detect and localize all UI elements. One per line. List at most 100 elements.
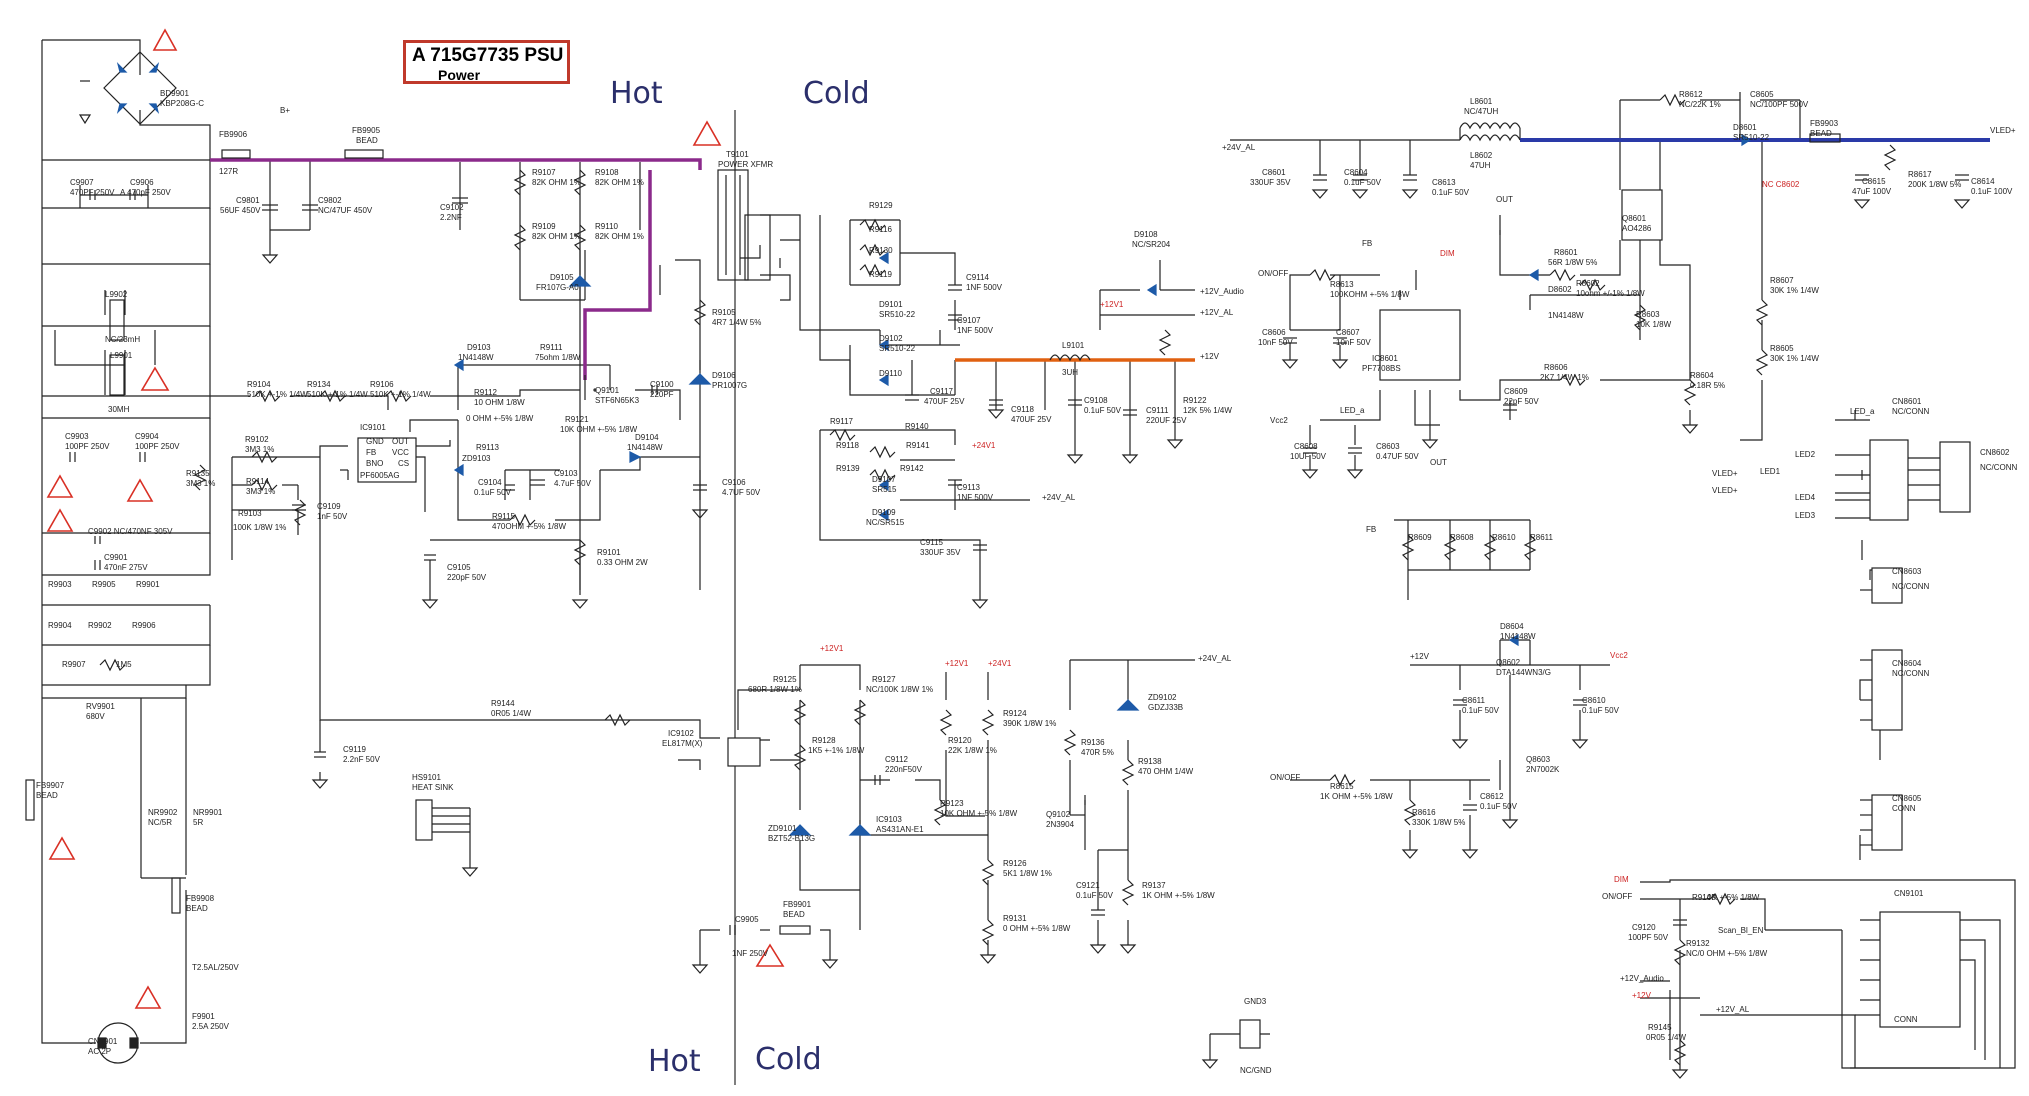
component-label: LED3 bbox=[1795, 511, 1816, 520]
component-label: R9904 bbox=[48, 621, 72, 630]
component-label: ON/OFF bbox=[1258, 269, 1288, 278]
connector-cn8604 bbox=[1871, 649, 1903, 731]
component-label: C8601 bbox=[1262, 168, 1286, 177]
component-label: R9118 bbox=[836, 441, 860, 450]
component-label: Q8601 bbox=[1622, 214, 1647, 223]
component-label: 0.18R 5% bbox=[1690, 381, 1725, 390]
resistor-group-primary bbox=[513, 169, 527, 196]
component-label: NC/SR204 bbox=[1132, 240, 1171, 249]
component-label: EL817M(X) bbox=[662, 739, 703, 748]
component-label: 0.1uF 50V bbox=[1076, 891, 1114, 900]
component-label: FB9901 bbox=[783, 900, 812, 909]
component-label: 1N4148W bbox=[458, 353, 494, 362]
component-label: R9905 bbox=[92, 580, 116, 589]
optocoupler-ic9102 bbox=[727, 737, 761, 767]
component-label: R9136 bbox=[1081, 738, 1105, 747]
component-label: NC/22K 1% bbox=[1679, 100, 1721, 109]
component-label: C9105 bbox=[447, 563, 471, 572]
component-label: 10nF 50V bbox=[1336, 338, 1371, 347]
component-label: 30K 1% 1/4W bbox=[1770, 354, 1819, 363]
component-label: BEAD bbox=[356, 136, 378, 145]
component-label: 30K 1% 1/4W bbox=[1770, 286, 1819, 295]
component-labels: BD9901KBP208G-CFB9906127RB+FB9905BEADC98… bbox=[36, 89, 2018, 1075]
component-label: +12V1 bbox=[820, 644, 844, 653]
component-label: 0.1uF 50V bbox=[1480, 802, 1518, 811]
component-label: SR515 bbox=[872, 485, 897, 494]
component-label: R9104 bbox=[247, 380, 271, 389]
component-label: FB9908 bbox=[186, 894, 215, 903]
component-label: 100PF 250V bbox=[65, 442, 110, 451]
heat-sink-hs9101 bbox=[415, 799, 433, 841]
component-label: 2K7 1/4W 1% bbox=[1540, 373, 1589, 382]
component-label: 75ohm 1/8W bbox=[535, 353, 581, 362]
component-label: +12V1 bbox=[945, 659, 969, 668]
component-label: R9107 bbox=[532, 168, 556, 177]
warning-icon bbox=[755, 943, 785, 967]
bridge-diode-4 bbox=[148, 103, 160, 114]
component-label: IC9102 bbox=[668, 729, 694, 738]
component-label: 4.7uF 50V bbox=[554, 479, 592, 488]
component-label: 1N4148W bbox=[1548, 311, 1584, 320]
warning-icon bbox=[152, 28, 178, 51]
connector-cn8605 bbox=[1871, 794, 1903, 851]
component-label: 56R 1/8W 5% bbox=[1548, 258, 1597, 267]
component-label: R9114 bbox=[246, 477, 270, 486]
component-label: VLED+ bbox=[1712, 469, 1738, 478]
component-label: C9117 bbox=[930, 387, 954, 396]
component-label: L9101 bbox=[1062, 341, 1085, 350]
warning-icon bbox=[134, 985, 162, 1009]
component-label: R9145 bbox=[1648, 1023, 1672, 1032]
capacitor-symbols bbox=[69, 92, 1969, 935]
component-label: D8602 bbox=[1548, 285, 1572, 294]
component-label: R9108 bbox=[595, 168, 619, 177]
component-label: R9906 bbox=[132, 621, 156, 630]
component-label: C9801 bbox=[236, 196, 260, 205]
component-label: R8605 bbox=[1770, 344, 1794, 353]
component-label: R8610 bbox=[1492, 533, 1516, 542]
component-label: 10K OHM +-5% 1/8W bbox=[560, 425, 638, 434]
component-label: R9127 bbox=[872, 675, 896, 684]
component-label: C8603 bbox=[1376, 442, 1400, 451]
component-label: Q9101 bbox=[595, 386, 620, 395]
bridge-diode-2 bbox=[148, 62, 160, 73]
component-label: PF6005AG bbox=[360, 471, 400, 480]
connector-cn8601 bbox=[1869, 439, 1909, 521]
component-label: 0.1uF 50V bbox=[474, 488, 512, 497]
component-label: AS431AN-E1 bbox=[876, 825, 924, 834]
component-label: 22pF 50V bbox=[1504, 397, 1539, 406]
component-label: 510K +-1% 1/4W bbox=[307, 390, 368, 399]
component-label: R8615 bbox=[1330, 782, 1354, 791]
component-label: 470R 5% bbox=[1081, 748, 1114, 757]
component-label: +12V_Audio bbox=[1620, 974, 1664, 983]
component-label: ON/OFF bbox=[1270, 773, 1300, 782]
component-label: C8611 bbox=[1462, 696, 1486, 705]
warning-icon bbox=[48, 836, 76, 860]
component-label: 0R05 1/4W bbox=[491, 709, 531, 718]
component-label: LED_a bbox=[1850, 407, 1875, 416]
component-label: BEAD bbox=[186, 904, 208, 913]
component-label: PR1007G bbox=[712, 381, 747, 390]
component-label: +24V1 bbox=[988, 659, 1012, 668]
component-label: 47UH bbox=[1470, 161, 1491, 170]
component-label: 220nF50V bbox=[885, 765, 923, 774]
component-label: Q8602 bbox=[1496, 658, 1521, 667]
component-label: BD9901 bbox=[160, 89, 189, 98]
component-label: 10nF 50V bbox=[1258, 338, 1293, 347]
component-label: NC/47UF 450V bbox=[318, 206, 373, 215]
component-label: 10ohm +/-1% 1/8W bbox=[1576, 289, 1645, 298]
component-label: NC/CONN bbox=[1892, 582, 1930, 591]
component-label: R9101 bbox=[597, 548, 621, 557]
component-label: 100KOHM +-5% 1/8W bbox=[1330, 290, 1410, 299]
component-label: C8613 bbox=[1432, 178, 1456, 187]
transistor-q9101 bbox=[593, 388, 597, 392]
bead-fb9903 bbox=[1809, 133, 1841, 143]
component-label: 82K OHM 1% bbox=[532, 178, 581, 187]
component-label: 1NF 500V bbox=[957, 326, 994, 335]
component-label: T9101 bbox=[726, 150, 749, 159]
component-label: C8610 bbox=[1582, 696, 1606, 705]
component-label: PF7708BS bbox=[1362, 364, 1401, 373]
component-label: R9113 bbox=[476, 443, 500, 452]
component-label: C8607 bbox=[1336, 328, 1360, 337]
wiring bbox=[41, 39, 2016, 1070]
